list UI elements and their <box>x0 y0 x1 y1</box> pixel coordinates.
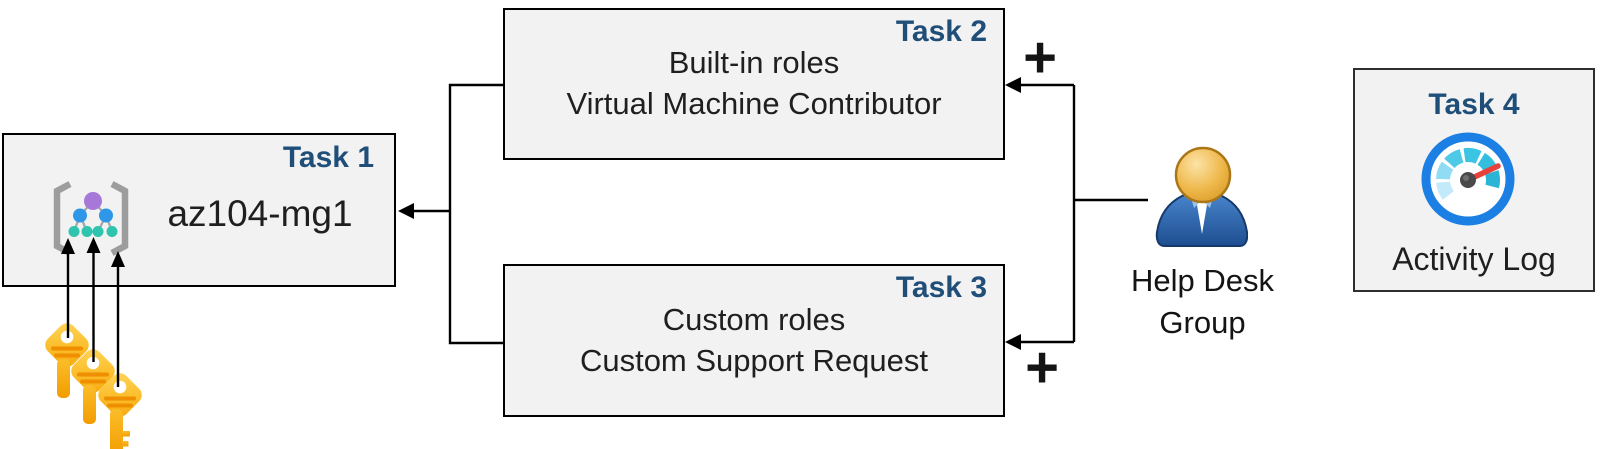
task3-box: Task 3 Custom roles Custom Support Reque… <box>503 264 1005 417</box>
user-icon <box>1155 146 1248 247</box>
task4-box: Task 4 Activity Log <box>1353 68 1595 292</box>
task1-title: az104-mg1 <box>167 193 353 234</box>
task3-line2: Custom Support Request <box>579 342 929 378</box>
plus-sign-bottom: + <box>1025 335 1059 400</box>
bracket-connector <box>448 83 503 345</box>
plus-sign-top: + <box>1023 25 1057 90</box>
task4-label: Task 4 <box>1428 88 1520 121</box>
task1-label: Task 1 <box>282 141 374 174</box>
help-desk-group-label-line2: Group <box>1159 304 1246 340</box>
activity-log-gauge-icon <box>1421 132 1515 226</box>
access-keys-icon <box>41 319 142 449</box>
management-group-icon <box>53 181 129 256</box>
task3-line1: Custom roles <box>662 301 846 337</box>
arrowhead-task1 <box>398 203 414 219</box>
task3-label: Task 3 <box>895 271 987 304</box>
task2-box: Task 2 Built-in roles Virtual Machine Co… <box>503 8 1005 160</box>
task2-label: Task 2 <box>895 15 987 48</box>
task4-title: Activity Log <box>1392 241 1556 277</box>
task2-line2: Virtual Machine Contributor <box>566 86 942 121</box>
task2-line1: Built-in roles <box>668 45 840 81</box>
help-desk-group-label: Help Desk Group <box>1105 260 1300 344</box>
help-desk-group-label-line1: Help Desk <box>1131 263 1274 298</box>
